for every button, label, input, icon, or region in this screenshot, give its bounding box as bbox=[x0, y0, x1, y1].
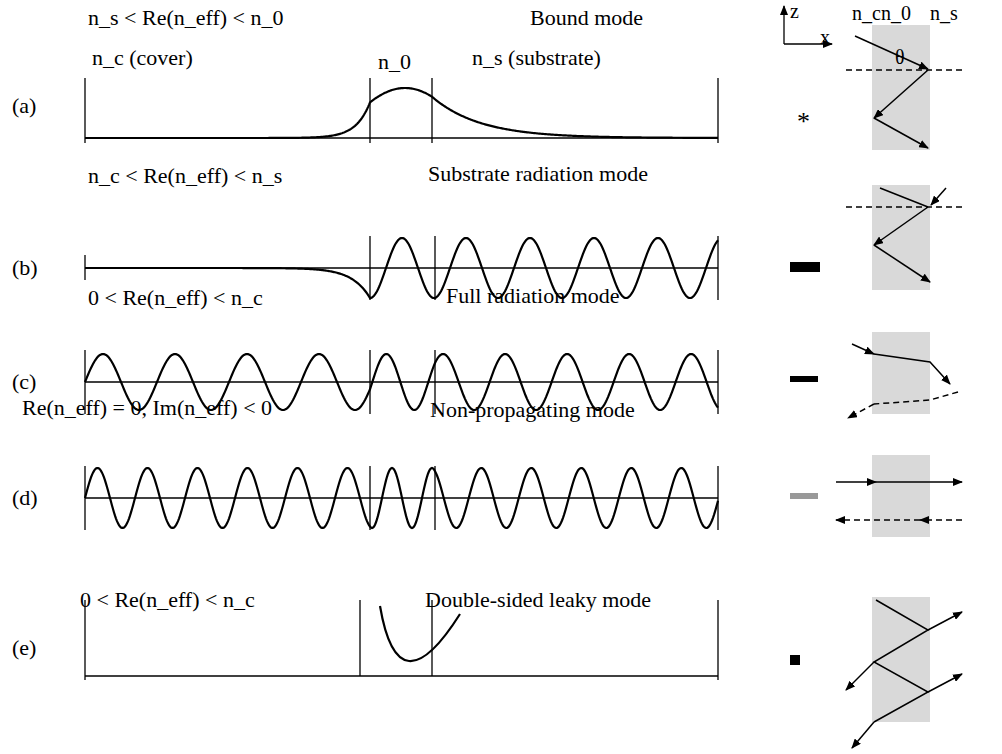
ray-schematics bbox=[836, 25, 964, 748]
text-label: θ bbox=[895, 46, 905, 68]
mode-marker bbox=[790, 376, 818, 382]
text-label: Double-sided leaky mode bbox=[425, 588, 651, 612]
text-label: 0 < Re(n_eff) < n_c bbox=[88, 286, 263, 310]
text-label: n_c < Re(n_eff) < n_s bbox=[88, 164, 282, 188]
mode-marker bbox=[790, 493, 818, 499]
mode-marker bbox=[790, 655, 800, 665]
text-label: (d) bbox=[12, 486, 38, 510]
text-label: x bbox=[820, 26, 830, 48]
text-label: 0 < Re(n_eff) < n_c bbox=[80, 588, 255, 612]
text-label: Re(n_eff) = 0, Im(n_eff) < 0 bbox=[22, 396, 272, 420]
text-label: n_c (cover) bbox=[92, 46, 193, 70]
text-label: (c) bbox=[12, 370, 36, 394]
text-label: (b) bbox=[12, 256, 38, 280]
field-profile bbox=[85, 468, 718, 528]
text-label: z bbox=[790, 0, 799, 22]
text-label: Bound mode bbox=[530, 6, 643, 30]
text-label: Full radiation mode bbox=[446, 284, 620, 308]
text-label: n_s < Re(n_eff) < n_0 bbox=[88, 6, 284, 30]
text-label: (e) bbox=[12, 636, 36, 660]
text-label: Non-propagating mode bbox=[430, 398, 635, 422]
text-label: n_0 bbox=[378, 50, 411, 74]
text-label: n_s bbox=[930, 2, 958, 24]
mode-profiles bbox=[85, 88, 718, 528]
text-label: Substrate radiation mode bbox=[428, 162, 648, 186]
text-label: (a) bbox=[12, 94, 36, 118]
text-label: n_s (substrate) bbox=[472, 46, 601, 70]
text-label: n_0 bbox=[881, 2, 911, 24]
text-label: * bbox=[797, 108, 810, 137]
mode-marker bbox=[790, 262, 820, 272]
field-profile bbox=[85, 88, 718, 138]
text-label: n_c bbox=[852, 2, 881, 24]
